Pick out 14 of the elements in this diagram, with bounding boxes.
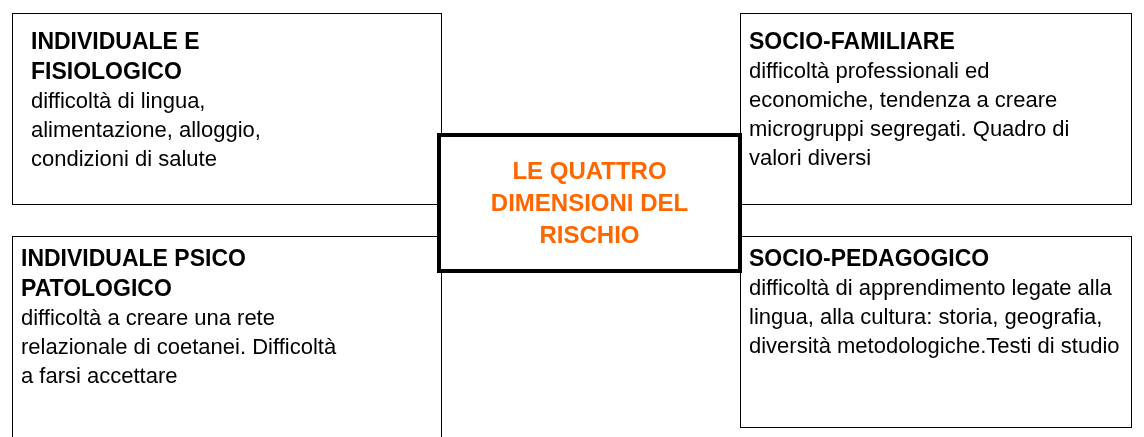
text-box (740, 236, 1132, 428)
box-description: difficoltà di apprendimento legate alla lingua, alla cultura: storia, geografia, diversità metodologiche.Testi di studio (749, 274, 1121, 360)
box-heading: SOCIO-FAMILIARE (749, 27, 956, 56)
title-box (437, 133, 742, 273)
text-box (740, 13, 1132, 205)
box-heading: SOCIO-PEDAGOGICO (749, 244, 991, 273)
text-box (12, 13, 442, 205)
box-heading: INDIVIDUALE PSICO PATOLOGICO (21, 244, 247, 303)
title-text: LE QUATTRO DIMENSIONI DEL RISCHIO (489, 156, 690, 250)
box-description: difficoltà di lingua, alimentazione, alloggio, condizioni di salute (31, 87, 262, 173)
box-description: difficoltà professionali ed economiche, tendenza a creare microgruppi segregati. Quadro di valori diversi (749, 57, 1071, 172)
box-heading: INDIVIDUALE E FISIOLOGICO (31, 27, 201, 86)
text-box (12, 236, 442, 437)
box-description: difficoltà a creare una rete relazionale di coetanei. Difficoltà a farsi accettare (21, 304, 338, 390)
